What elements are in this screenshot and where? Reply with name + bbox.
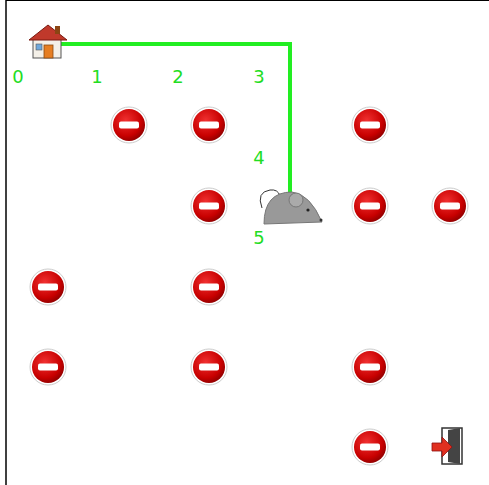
mouse-icon [260, 190, 322, 224]
board-edge [6, 0, 489, 1]
exit-icon [432, 428, 462, 464]
mouse-path [48, 44, 290, 206]
home-icon [29, 25, 67, 58]
board-edge [5, 0, 7, 485]
step-number: 1 [91, 68, 102, 86]
step-number: 3 [253, 68, 264, 86]
step-number: 5 [253, 229, 264, 247]
step-number: 2 [172, 68, 183, 86]
obstacles [30, 107, 468, 465]
step-number: 4 [253, 149, 264, 167]
step-number: 0 [12, 68, 23, 86]
